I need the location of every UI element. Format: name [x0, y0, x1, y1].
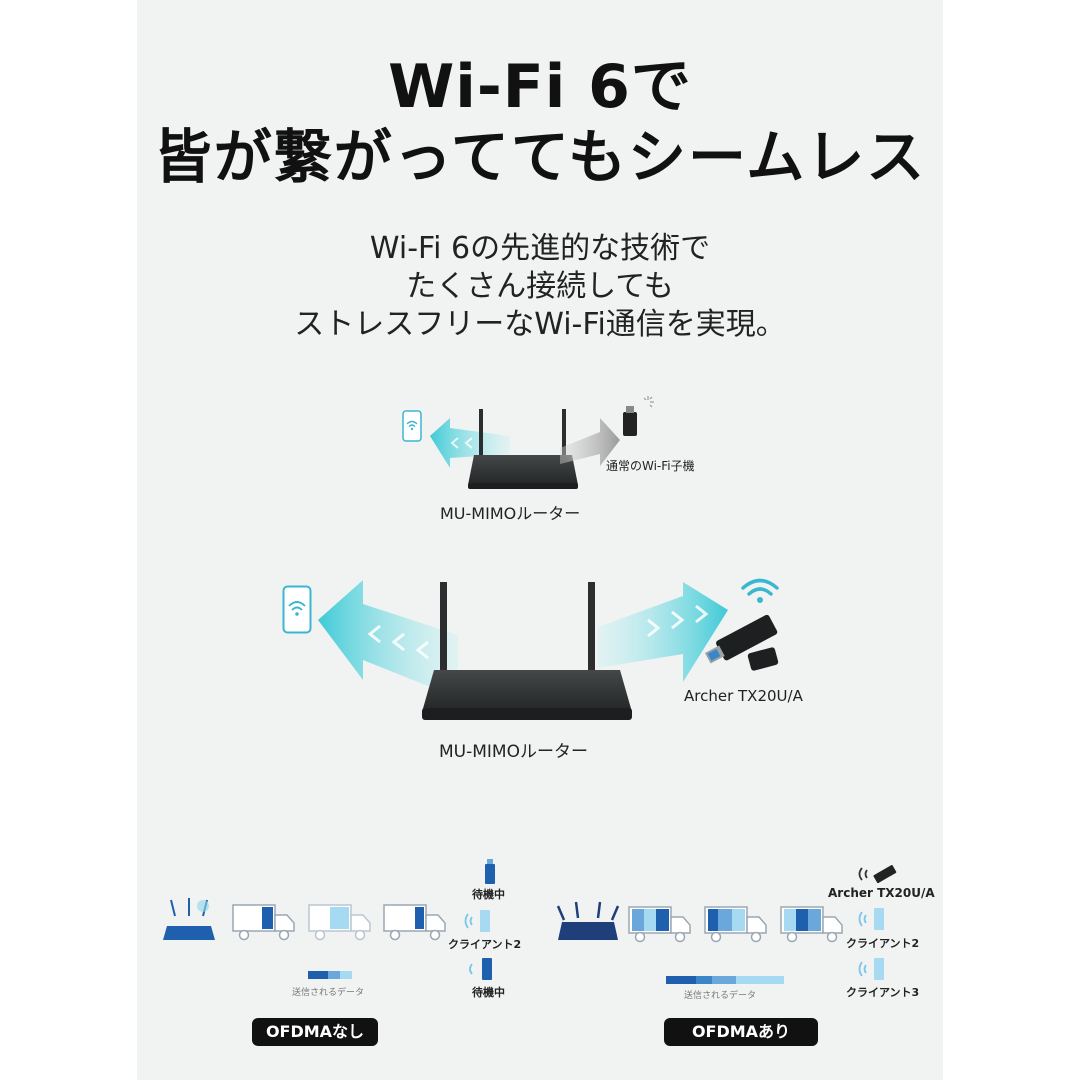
small-adapter-icon — [623, 396, 654, 436]
mid-adapter-label: Archer TX20U/A — [684, 687, 803, 705]
ofdma-on-data-bar — [666, 976, 784, 984]
archer-adapter-icon — [704, 614, 779, 671]
ofdma-off-data-bar — [308, 971, 352, 979]
large-cyan-arrow-right — [598, 582, 728, 682]
ofdma-on-data-label: 送信されるデータ — [684, 991, 757, 1001]
small-gray-arrow — [560, 418, 620, 466]
subtitle-line3: ストレスフリーなWi-Fi通信を実現。 — [294, 307, 786, 342]
ofdma-on-client-bottom-icon — [858, 958, 884, 980]
mid-router-label: MU-MIMOルーター — [439, 742, 588, 762]
truck-4 — [628, 906, 691, 943]
subtitle-line2: たくさん接続しても — [406, 269, 674, 304]
ofdma-on-client-bottom-label: クライアント3 — [846, 986, 920, 999]
ofdma-on-client-mid-icon — [858, 908, 884, 930]
truck-6 — [780, 906, 843, 943]
small-cyan-arrow — [430, 418, 510, 468]
large-router-icon — [422, 582, 632, 720]
truck-2 — [308, 904, 371, 941]
large-phone-icon — [282, 585, 312, 634]
ofdma-on-router-icon — [556, 901, 620, 940]
headline-line2: 皆が繋がっててもシームレス — [153, 123, 927, 191]
subtitle-line1: Wi-Fi 6の先進的な技術で — [369, 231, 711, 266]
ofdma-off-data-label: 送信されるデータ — [292, 988, 365, 998]
truck-1 — [232, 904, 295, 941]
ofdma-on-badge: OFDMAあり — [664, 1018, 818, 1046]
content-panel — [137, 0, 943, 1080]
small-phone-icon — [402, 410, 422, 442]
ofdma-off-client-bottom-label: 待機中 — [472, 986, 505, 999]
ofdma-off-client-top-icon — [485, 859, 495, 884]
ofdma-off-client-bottom-icon — [469, 958, 492, 980]
small-router-icon — [468, 409, 578, 489]
ofdma-off-client-top-label: 待機中 — [472, 888, 505, 901]
ofdma-off-client-mid-label: クライアント2 — [448, 938, 522, 951]
headline-line1: Wi-Fi 6で — [388, 52, 692, 122]
large-cyan-arrow-left — [318, 580, 458, 698]
ofdma-off-router-icon — [163, 898, 215, 940]
ofdma-off-badge: OFDMAなし — [252, 1018, 378, 1046]
truck-3 — [383, 904, 446, 941]
top-adapter-label: 通常のWi-Fi子機 — [606, 459, 695, 473]
ofdma-on-client-mid-label: クライアント2 — [846, 937, 920, 950]
ofdma-on-client-top-label: Archer TX20U/A — [828, 886, 935, 900]
ofdma-on-client-top-icon — [858, 865, 897, 884]
ofdma-off-client-mid-icon — [464, 910, 490, 932]
top-router-label: MU-MIMOルーター — [440, 504, 581, 523]
wifi-signal-icon — [741, 578, 779, 603]
truck-5 — [704, 906, 767, 943]
